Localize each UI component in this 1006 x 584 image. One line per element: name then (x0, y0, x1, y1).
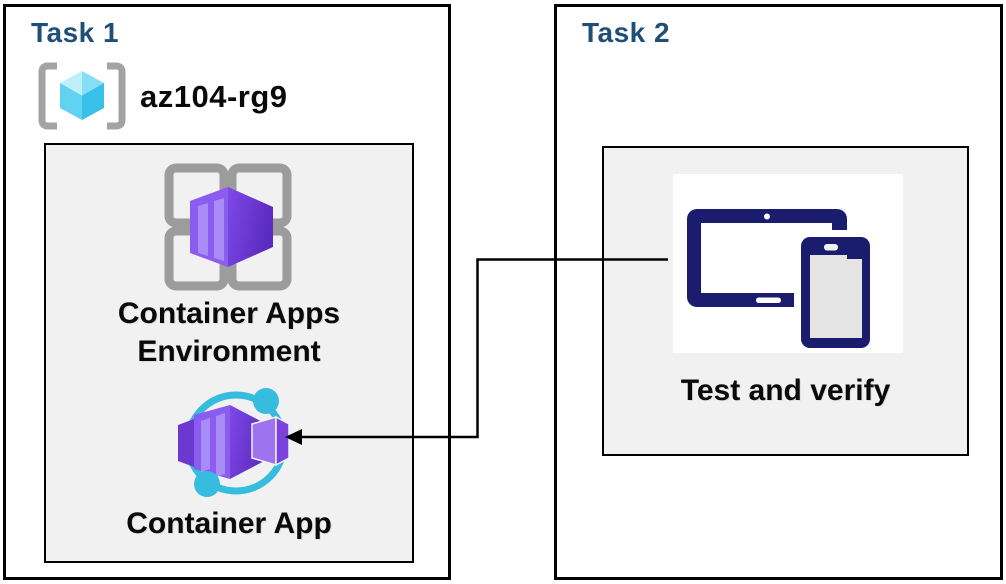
task2-inner-box: Test and verify (602, 146, 969, 456)
container-app-label: Container App (126, 507, 332, 540)
task2-title: Task 2 (582, 17, 671, 48)
container-app-icon (174, 383, 294, 503)
test-and-verify-label: Test and verify (680, 374, 891, 407)
task1-inner-box: Container Apps Environment (44, 143, 414, 563)
task2-box: Task 2 Test and verify (554, 4, 1003, 580)
container-apps-environment-icon (162, 157, 302, 297)
resource-group-name: az104-rg9 (140, 79, 288, 114)
tablet-and-phone-icon (673, 174, 903, 353)
resource-group-icon (36, 61, 128, 131)
resource-group-header: az104-rg9 (36, 59, 416, 137)
task1-title: Task 1 (31, 17, 120, 48)
environment-label: Container Apps Environment (117, 297, 341, 368)
task1-box: Task 1 az104-rg9 (3, 4, 451, 580)
